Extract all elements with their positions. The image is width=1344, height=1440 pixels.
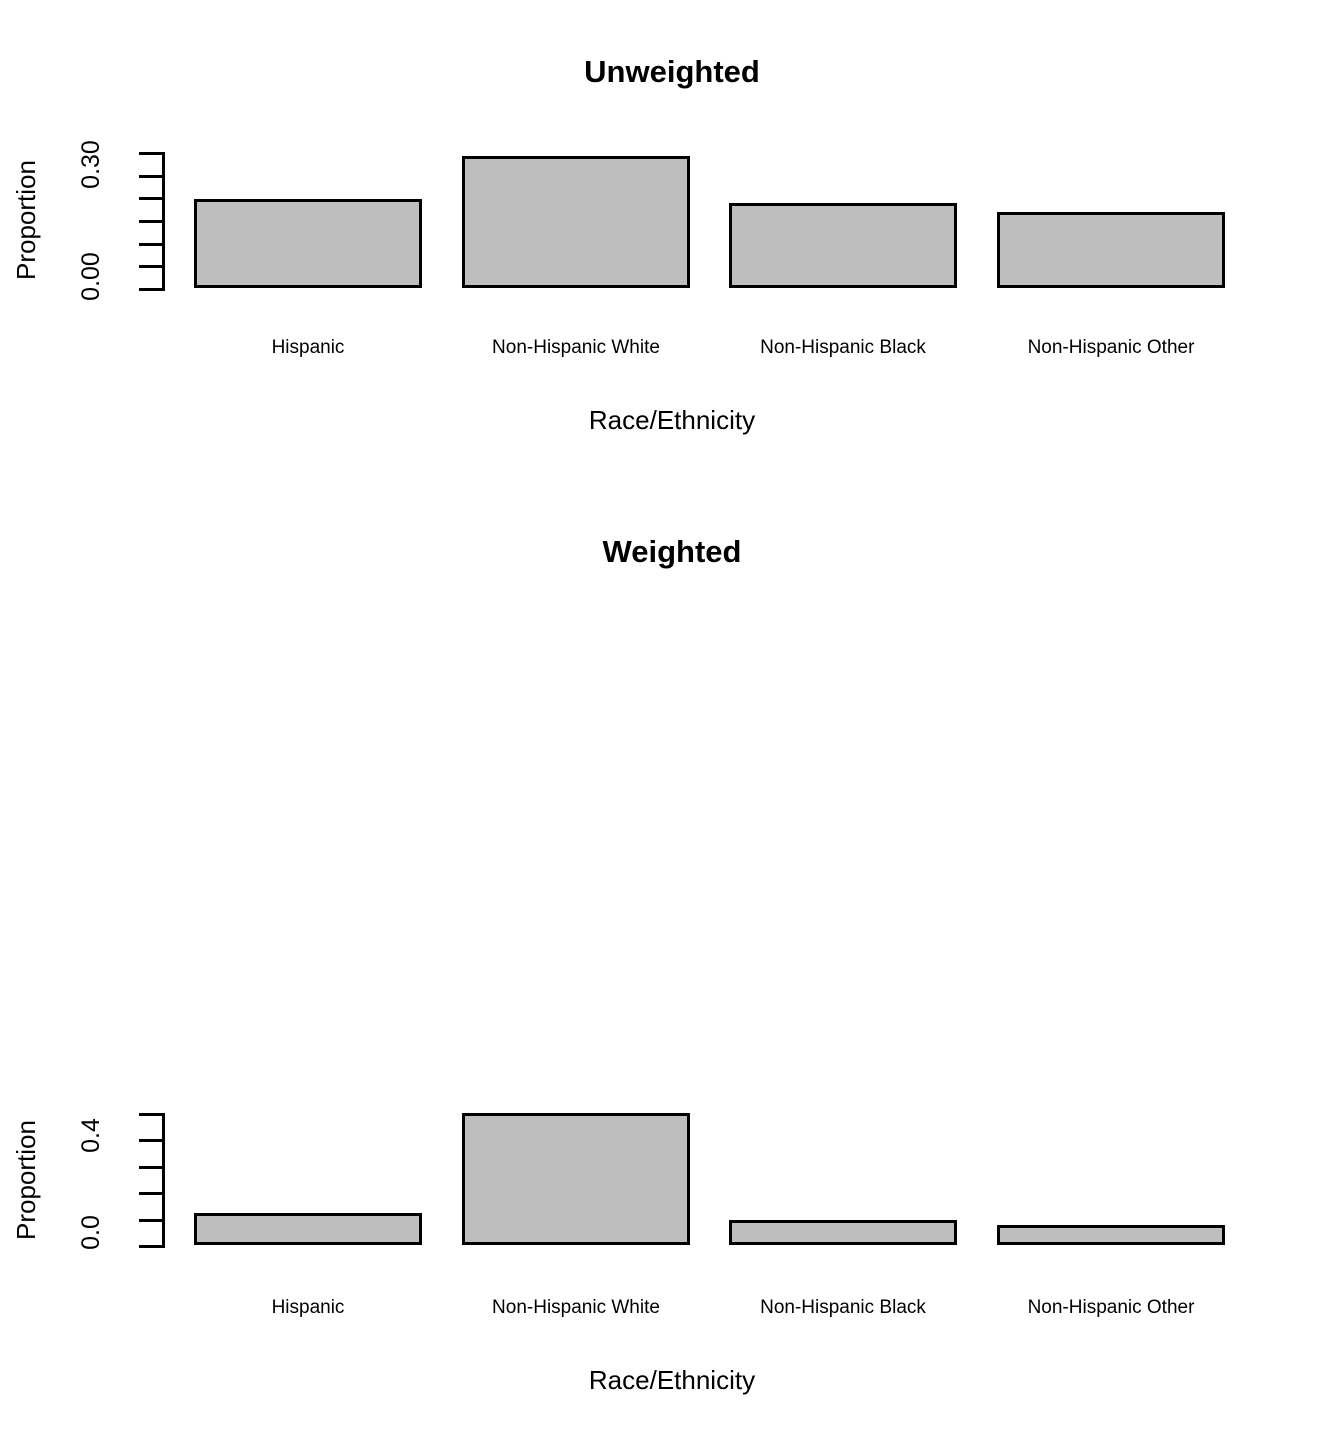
x-category-label-non-hispanic-white-weighted: Non-Hispanic White (492, 1297, 660, 1318)
chart-panel-unweighted: Unweighted Proportion 0.00 0.30 Hispanic… (0, 0, 1344, 480)
x-category-label-non-hispanic-other-weighted: Non-Hispanic Other (1027, 1297, 1195, 1318)
bar-non-hispanic-black-unweighted (729, 203, 957, 288)
bar-non-hispanic-other-unweighted (997, 212, 1225, 288)
x-category-label-non-hispanic-black-weighted: Non-Hispanic Black (760, 1297, 926, 1318)
x-category-label-non-hispanic-other-unweighted: Non-Hispanic Other (1027, 337, 1195, 358)
y-axis-tick (139, 197, 165, 201)
y-axis-tick (139, 265, 165, 269)
bar-non-hispanic-white-weighted (462, 1113, 690, 1245)
bar-hispanic-weighted (194, 1213, 422, 1245)
x-category-label-hispanic-weighted: Hispanic (271, 1297, 345, 1318)
panel-title-weighted: Weighted (602, 534, 742, 569)
bar-hispanic-unweighted (194, 199, 422, 288)
y-axis-tick (139, 174, 165, 178)
chart-panel-weighted: Weighted Proportion 0.0 0.4 Hispanic Non… (0, 480, 1344, 1395)
bar-non-hispanic-other-weighted (997, 1225, 1225, 1245)
x-category-label-hispanic-unweighted: Hispanic (271, 337, 345, 358)
bar-non-hispanic-white-unweighted (462, 156, 690, 288)
x-axis-title-weighted: Race/Ethnicity (588, 1365, 756, 1395)
plot-area-unweighted (0, 0, 1344, 480)
bar-non-hispanic-black-weighted (729, 1220, 957, 1245)
y-axis-tick (139, 288, 165, 291)
panel-title-unweighted: Unweighted (584, 54, 760, 89)
y-axis-tick (139, 152, 165, 155)
x-axis-title-unweighted: Race/Ethnicity (588, 405, 756, 435)
y-axis-tick (139, 220, 165, 223)
x-category-label-non-hispanic-white-unweighted: Non-Hispanic White (492, 337, 660, 358)
y-axis-unweighted (136, 152, 165, 291)
x-category-label-non-hispanic-black-unweighted: Non-Hispanic Black (760, 337, 926, 358)
y-axis-tick (139, 242, 165, 246)
